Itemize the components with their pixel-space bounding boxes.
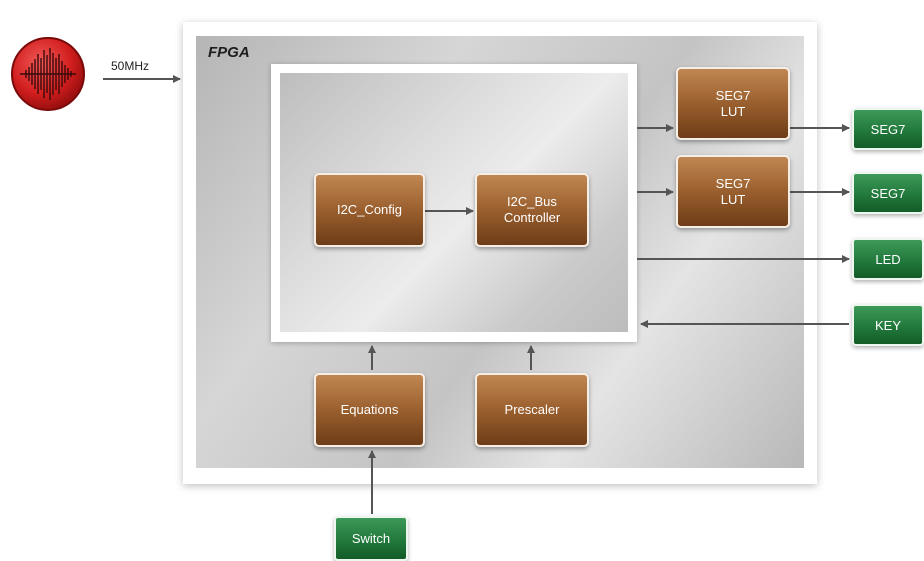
- i2c-config-block: I2C_Config: [314, 173, 425, 247]
- fpga-title: FPGA: [208, 44, 250, 61]
- equations-block: Equations: [314, 373, 425, 447]
- oscillator-waveform-icon: [11, 37, 85, 111]
- led-output: LED: [852, 238, 924, 280]
- clock-frequency-label: 50MHz: [111, 59, 150, 73]
- seg7-lut-block-2: SEG7 LUT: [676, 155, 790, 228]
- seg7-output-2: SEG7: [852, 172, 924, 214]
- key-input: KEY: [852, 304, 924, 346]
- switch-input: Switch: [334, 516, 408, 561]
- seg7-lut-block-1: SEG7 LUT: [676, 67, 790, 140]
- i2c-bus-controller-block: I2C_Bus Controller: [475, 173, 589, 247]
- prescaler-block: Prescaler: [475, 373, 589, 447]
- seg7-output-1: SEG7: [852, 108, 924, 150]
